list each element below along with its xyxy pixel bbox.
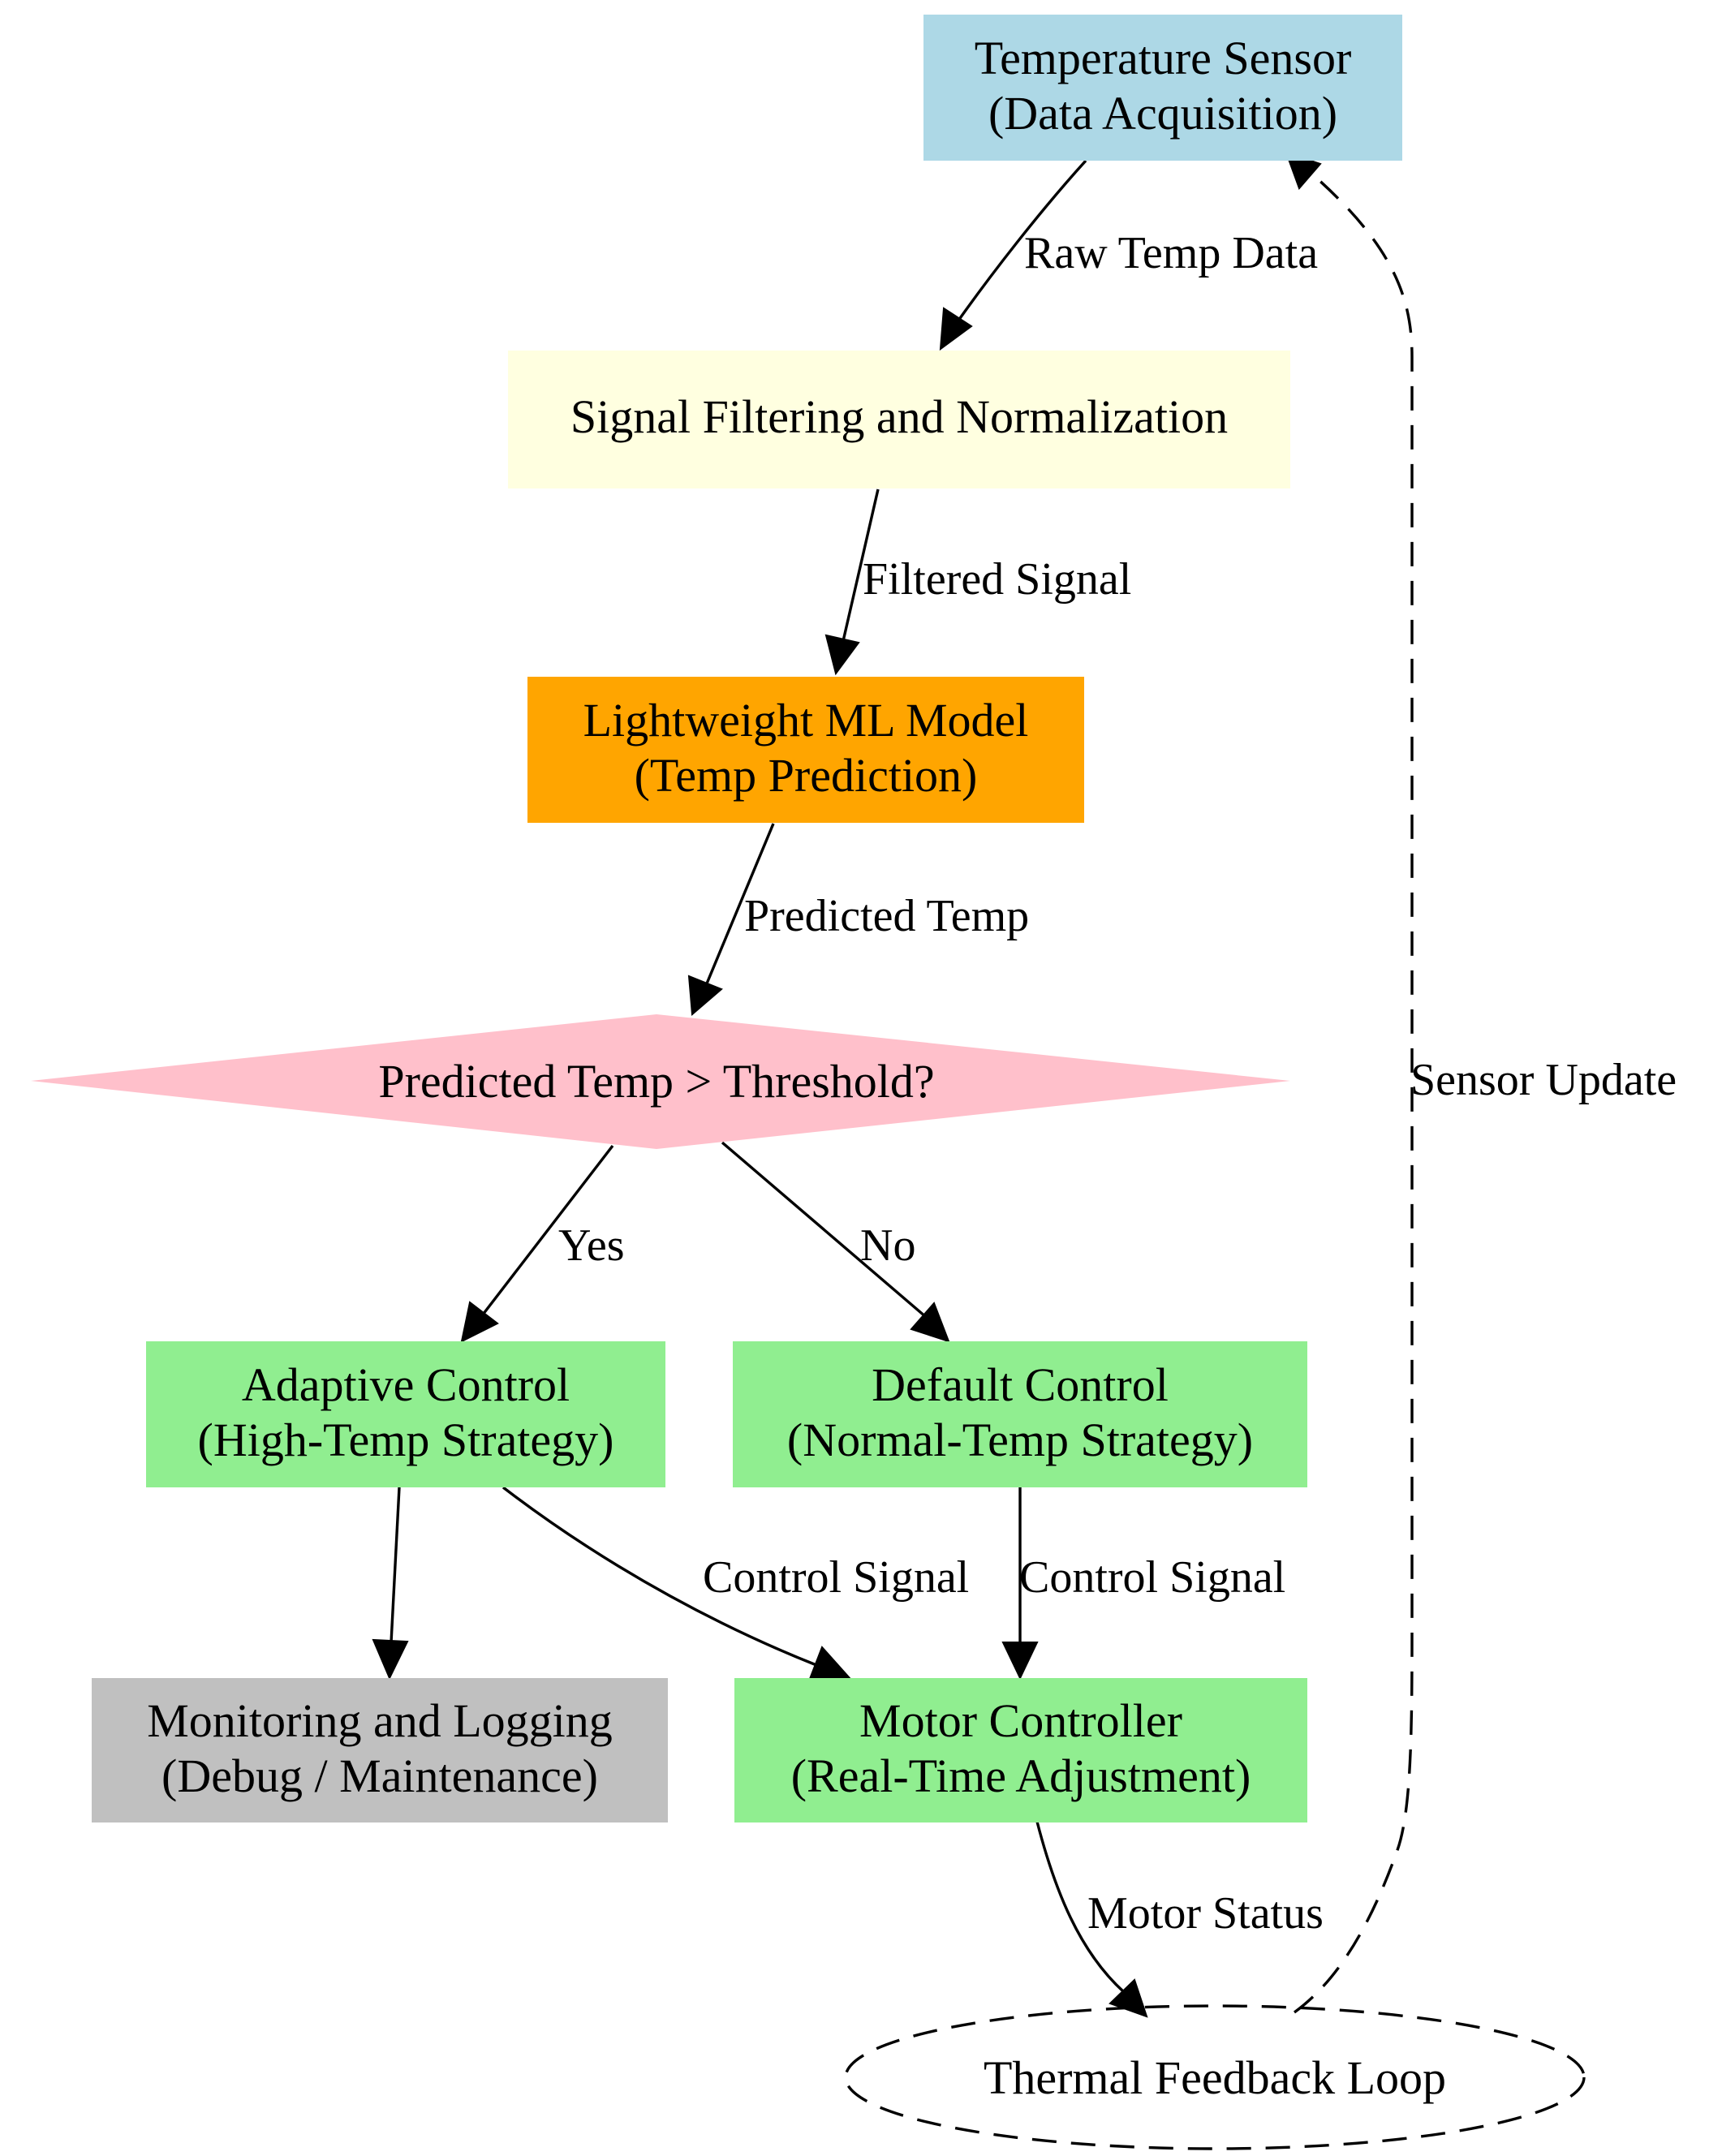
node-adaptive-control-subtitle: (High-Temp Strategy) — [198, 1414, 614, 1466]
edge-feedback-to-sensor — [1293, 161, 1414, 2014]
edge-sensor-to-filter — [957, 159, 1087, 321]
node-temperature-sensor-title: Temperature Sensor — [975, 32, 1352, 84]
node-threshold-decision: Predicted Temp > Threshold? — [31, 1014, 1290, 1149]
node-signal-filtering-title: Signal Filtering and Normalization — [570, 390, 1228, 443]
node-monitoring-logging: Monitoring and Logging (Debug / Maintena… — [92, 1678, 668, 1822]
node-monitoring-logging-title: Monitoring and Logging — [147, 1694, 613, 1747]
arrowhead-motor-to-feedback — [1109, 1978, 1148, 2018]
node-thermal-feedback-loop: Thermal Feedback Loop — [844, 2004, 1586, 2150]
node-motor-controller: Motor Controller (Real-Time Adjustment) — [734, 1678, 1307, 1822]
node-monitoring-logging-box — [92, 1678, 668, 1822]
arrowhead-default-to-motor — [1001, 1642, 1039, 1680]
arrowhead-sensor-to-filter — [939, 307, 973, 351]
edge-label-control-signal-adaptive: Control Signal — [703, 1552, 969, 1603]
edge-motor-to-feedback — [1035, 1821, 1126, 1994]
node-temperature-sensor: Temperature Sensor (Data Acquisition) — [923, 15, 1402, 161]
node-default-control-title: Default Control — [872, 1358, 1169, 1411]
edge-label-raw-temp-data: Raw Temp Data — [1024, 228, 1318, 278]
arrowhead-model-to-decision — [687, 975, 723, 1017]
node-adaptive-control: Adaptive Control (High-Temp Strategy) — [146, 1341, 665, 1487]
edge-label-control-signal-default: Control Signal — [1019, 1552, 1285, 1603]
edge-decision-no — [721, 1141, 928, 1319]
node-signal-filtering: Signal Filtering and Normalization — [508, 351, 1290, 488]
node-default-control-subtitle: (Normal-Temp Strategy) — [787, 1414, 1253, 1466]
node-default-control: Default Control (Normal-Temp Strategy) — [733, 1341, 1307, 1487]
edge-adaptive-to-monitoring — [390, 1487, 401, 1643]
nodes: Temperature Sensor (Data Acquisition) Si… — [31, 15, 1586, 2150]
node-threshold-decision-title: Predicted Temp > Threshold? — [378, 1055, 934, 1108]
node-ml-model-title: Lightweight ML Model — [583, 694, 1029, 747]
arrowhead-filter-to-model — [824, 634, 860, 676]
edges: Raw Temp Data Filtered Signal Predicted … — [372, 151, 1677, 2018]
node-adaptive-control-title: Adaptive Control — [242, 1358, 570, 1411]
edge-adaptive-to-motor — [502, 1486, 817, 1667]
edge-filter-to-model — [842, 488, 880, 642]
node-threshold-decision-diamond — [31, 1014, 1290, 1149]
edge-decision-yes — [481, 1144, 614, 1316]
edge-label-sensor-update: Sensor Update — [1410, 1055, 1677, 1105]
node-motor-controller-subtitle: (Real-Time Adjustment) — [791, 1749, 1251, 1802]
arrowhead-adaptive-to-motor — [808, 1646, 852, 1680]
node-ml-model: Lightweight ML Model (Temp Prediction) — [527, 677, 1084, 823]
node-temperature-sensor-box — [923, 15, 1402, 161]
node-ml-model-box — [527, 677, 1084, 823]
arrowhead-adaptive-to-monitoring — [372, 1638, 409, 1680]
edge-model-to-decision — [705, 823, 775, 984]
node-monitoring-logging-subtitle: (Debug / Maintenance) — [161, 1749, 598, 1802]
edge-label-no: No — [860, 1220, 915, 1271]
node-thermal-feedback-loop-ellipse — [844, 2004, 1586, 2150]
node-default-control-box — [733, 1341, 1307, 1487]
node-adaptive-control-box — [146, 1341, 665, 1487]
node-motor-controller-box — [734, 1678, 1307, 1822]
arrowhead-decision-no — [910, 1302, 950, 1343]
arrowhead-decision-yes — [460, 1301, 499, 1343]
edge-label-yes: Yes — [558, 1220, 624, 1271]
node-signal-filtering-box — [508, 351, 1290, 488]
edge-label-filtered-signal: Filtered Signal — [863, 554, 1131, 605]
node-thermal-feedback-loop-title: Thermal Feedback Loop — [984, 2051, 1446, 2104]
edge-label-predicted-temp: Predicted Temp — [744, 891, 1029, 941]
node-temperature-sensor-subtitle: (Data Acquisition) — [988, 87, 1337, 140]
edge-label-motor-status: Motor Status — [1087, 1888, 1324, 1939]
node-motor-controller-title: Motor Controller — [859, 1694, 1182, 1747]
node-ml-model-subtitle: (Temp Prediction) — [635, 749, 978, 802]
